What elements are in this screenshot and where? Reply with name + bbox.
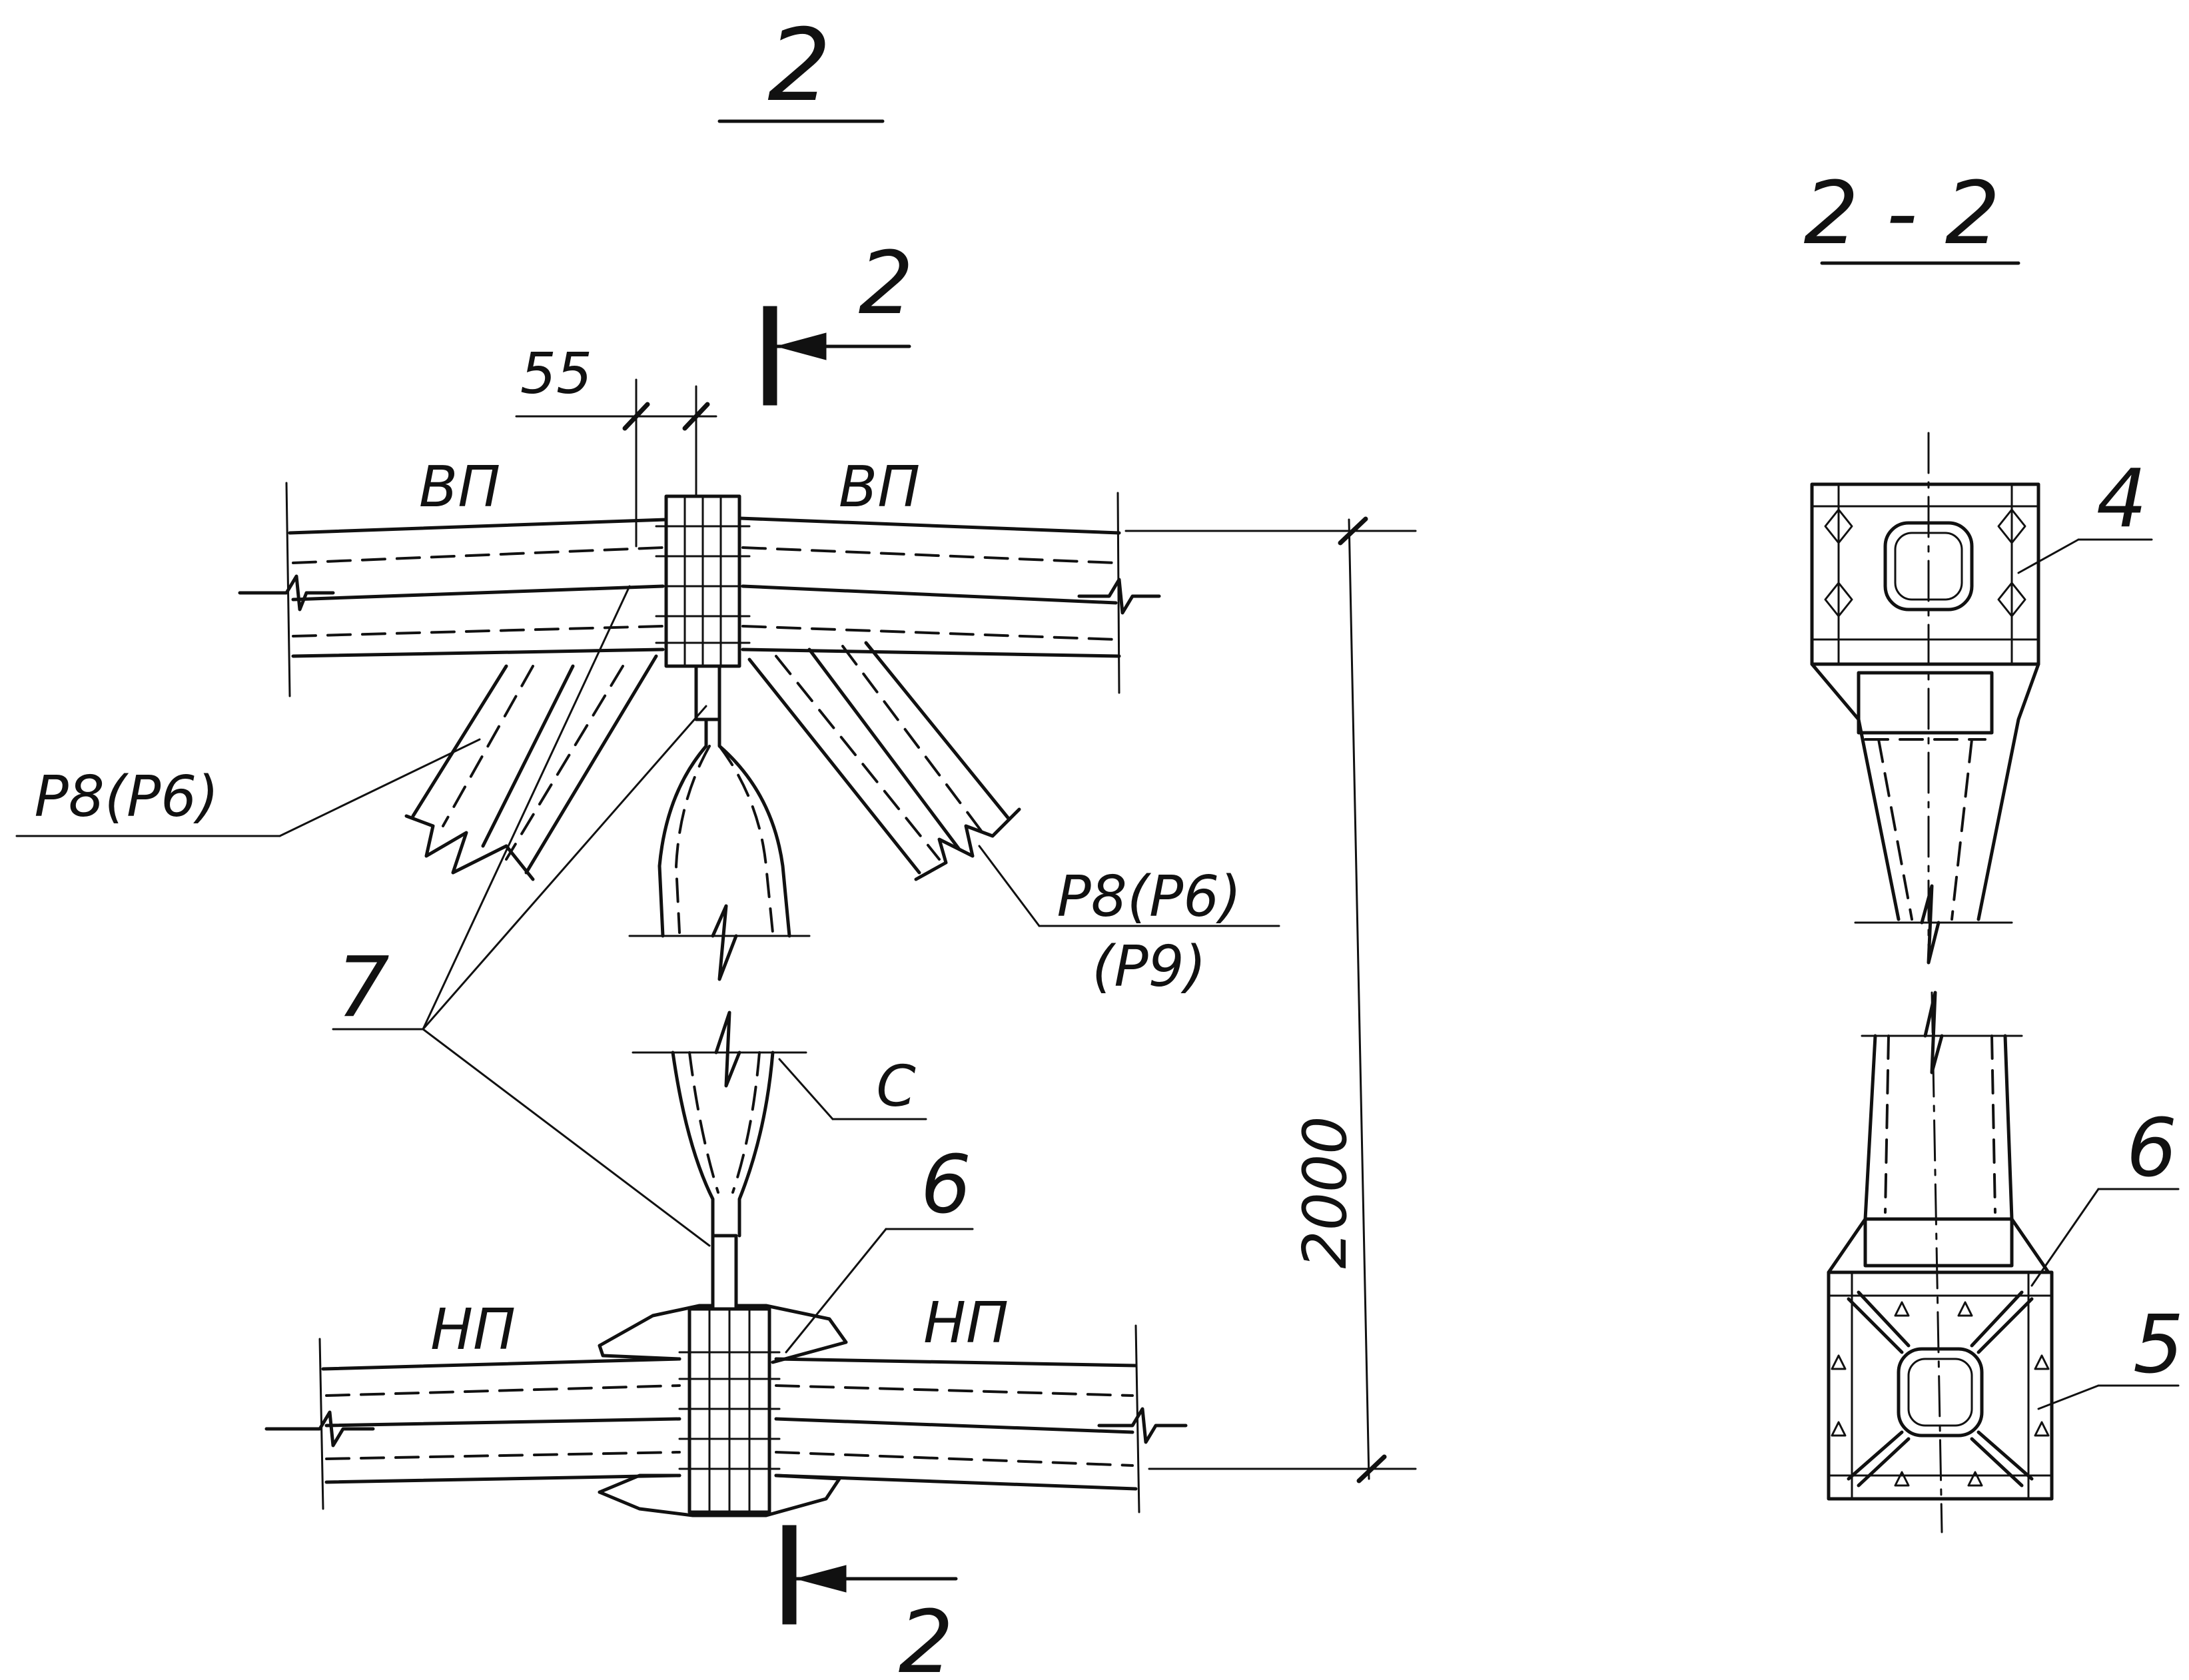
leader-brace-left: Р8(Р6) xyxy=(15,738,481,837)
dim-2000-label: 2000 xyxy=(1290,1116,1360,1268)
upper-chord-left-label: ВП xyxy=(419,454,500,520)
upper-chord-right-label: ВП xyxy=(839,454,920,520)
vertical-post-upper xyxy=(628,717,811,981)
lower-splice-plates xyxy=(678,1234,781,1514)
lower-chord-right-label: НП xyxy=(923,1290,1009,1356)
callout-5: 5 xyxy=(2133,1299,2184,1392)
lower-chord: НП НП xyxy=(264,1290,1188,1513)
cut-marker-top: 2 xyxy=(763,232,914,406)
dimension-55: 55 xyxy=(515,341,717,548)
view-title-group: 2 xyxy=(717,8,885,124)
leader-4: 4 xyxy=(2017,453,2153,574)
upper-chord: ВП ВП xyxy=(238,454,1161,697)
section-title-group: 2 - 2 xyxy=(1804,163,2020,265)
brace-right-label-2: (Р9) xyxy=(1092,934,1206,1000)
brace-left-label: Р8(Р6) xyxy=(35,764,219,830)
dim-55-label: 55 xyxy=(520,341,592,407)
lower-chord-left-label: НП xyxy=(430,1297,516,1363)
callout-6-main: 6 xyxy=(921,1139,971,1232)
leader-post: С xyxy=(778,1054,927,1120)
leader-6-main: 6 xyxy=(785,1139,974,1354)
callout-6-section: 6 xyxy=(2126,1102,2177,1195)
leader-7: 7 xyxy=(332,585,711,1247)
vertical-post-lower xyxy=(632,1011,807,1238)
upper-splice-plates xyxy=(655,494,751,721)
leader-5: 5 xyxy=(2037,1299,2184,1410)
cut-marker-top-label: 2 xyxy=(859,232,914,334)
dimension-2000: 2000 xyxy=(1124,516,1417,1483)
left-diagonal-brace xyxy=(404,654,658,881)
view-title: 2 xyxy=(767,8,831,124)
post-label: С xyxy=(876,1054,916,1120)
callout-4: 4 xyxy=(2096,453,2147,546)
cut-marker-bottom-label: 2 xyxy=(899,1591,954,1680)
lower-gusset-plate xyxy=(598,1304,848,1517)
cut-marker-bottom: 2 xyxy=(782,1525,958,1680)
right-diagonal-brace xyxy=(747,641,1021,881)
section-2-2 xyxy=(1810,432,2054,1533)
leader-brace-right: Р8(Р6) (Р9) xyxy=(978,845,1280,1000)
brace-right-label-1: Р8(Р6) xyxy=(1057,864,1242,930)
section-title: 2 - 2 xyxy=(1804,163,2000,264)
leader-6-section: 6 xyxy=(2030,1102,2180,1287)
callout-7: 7 xyxy=(336,939,390,1036)
